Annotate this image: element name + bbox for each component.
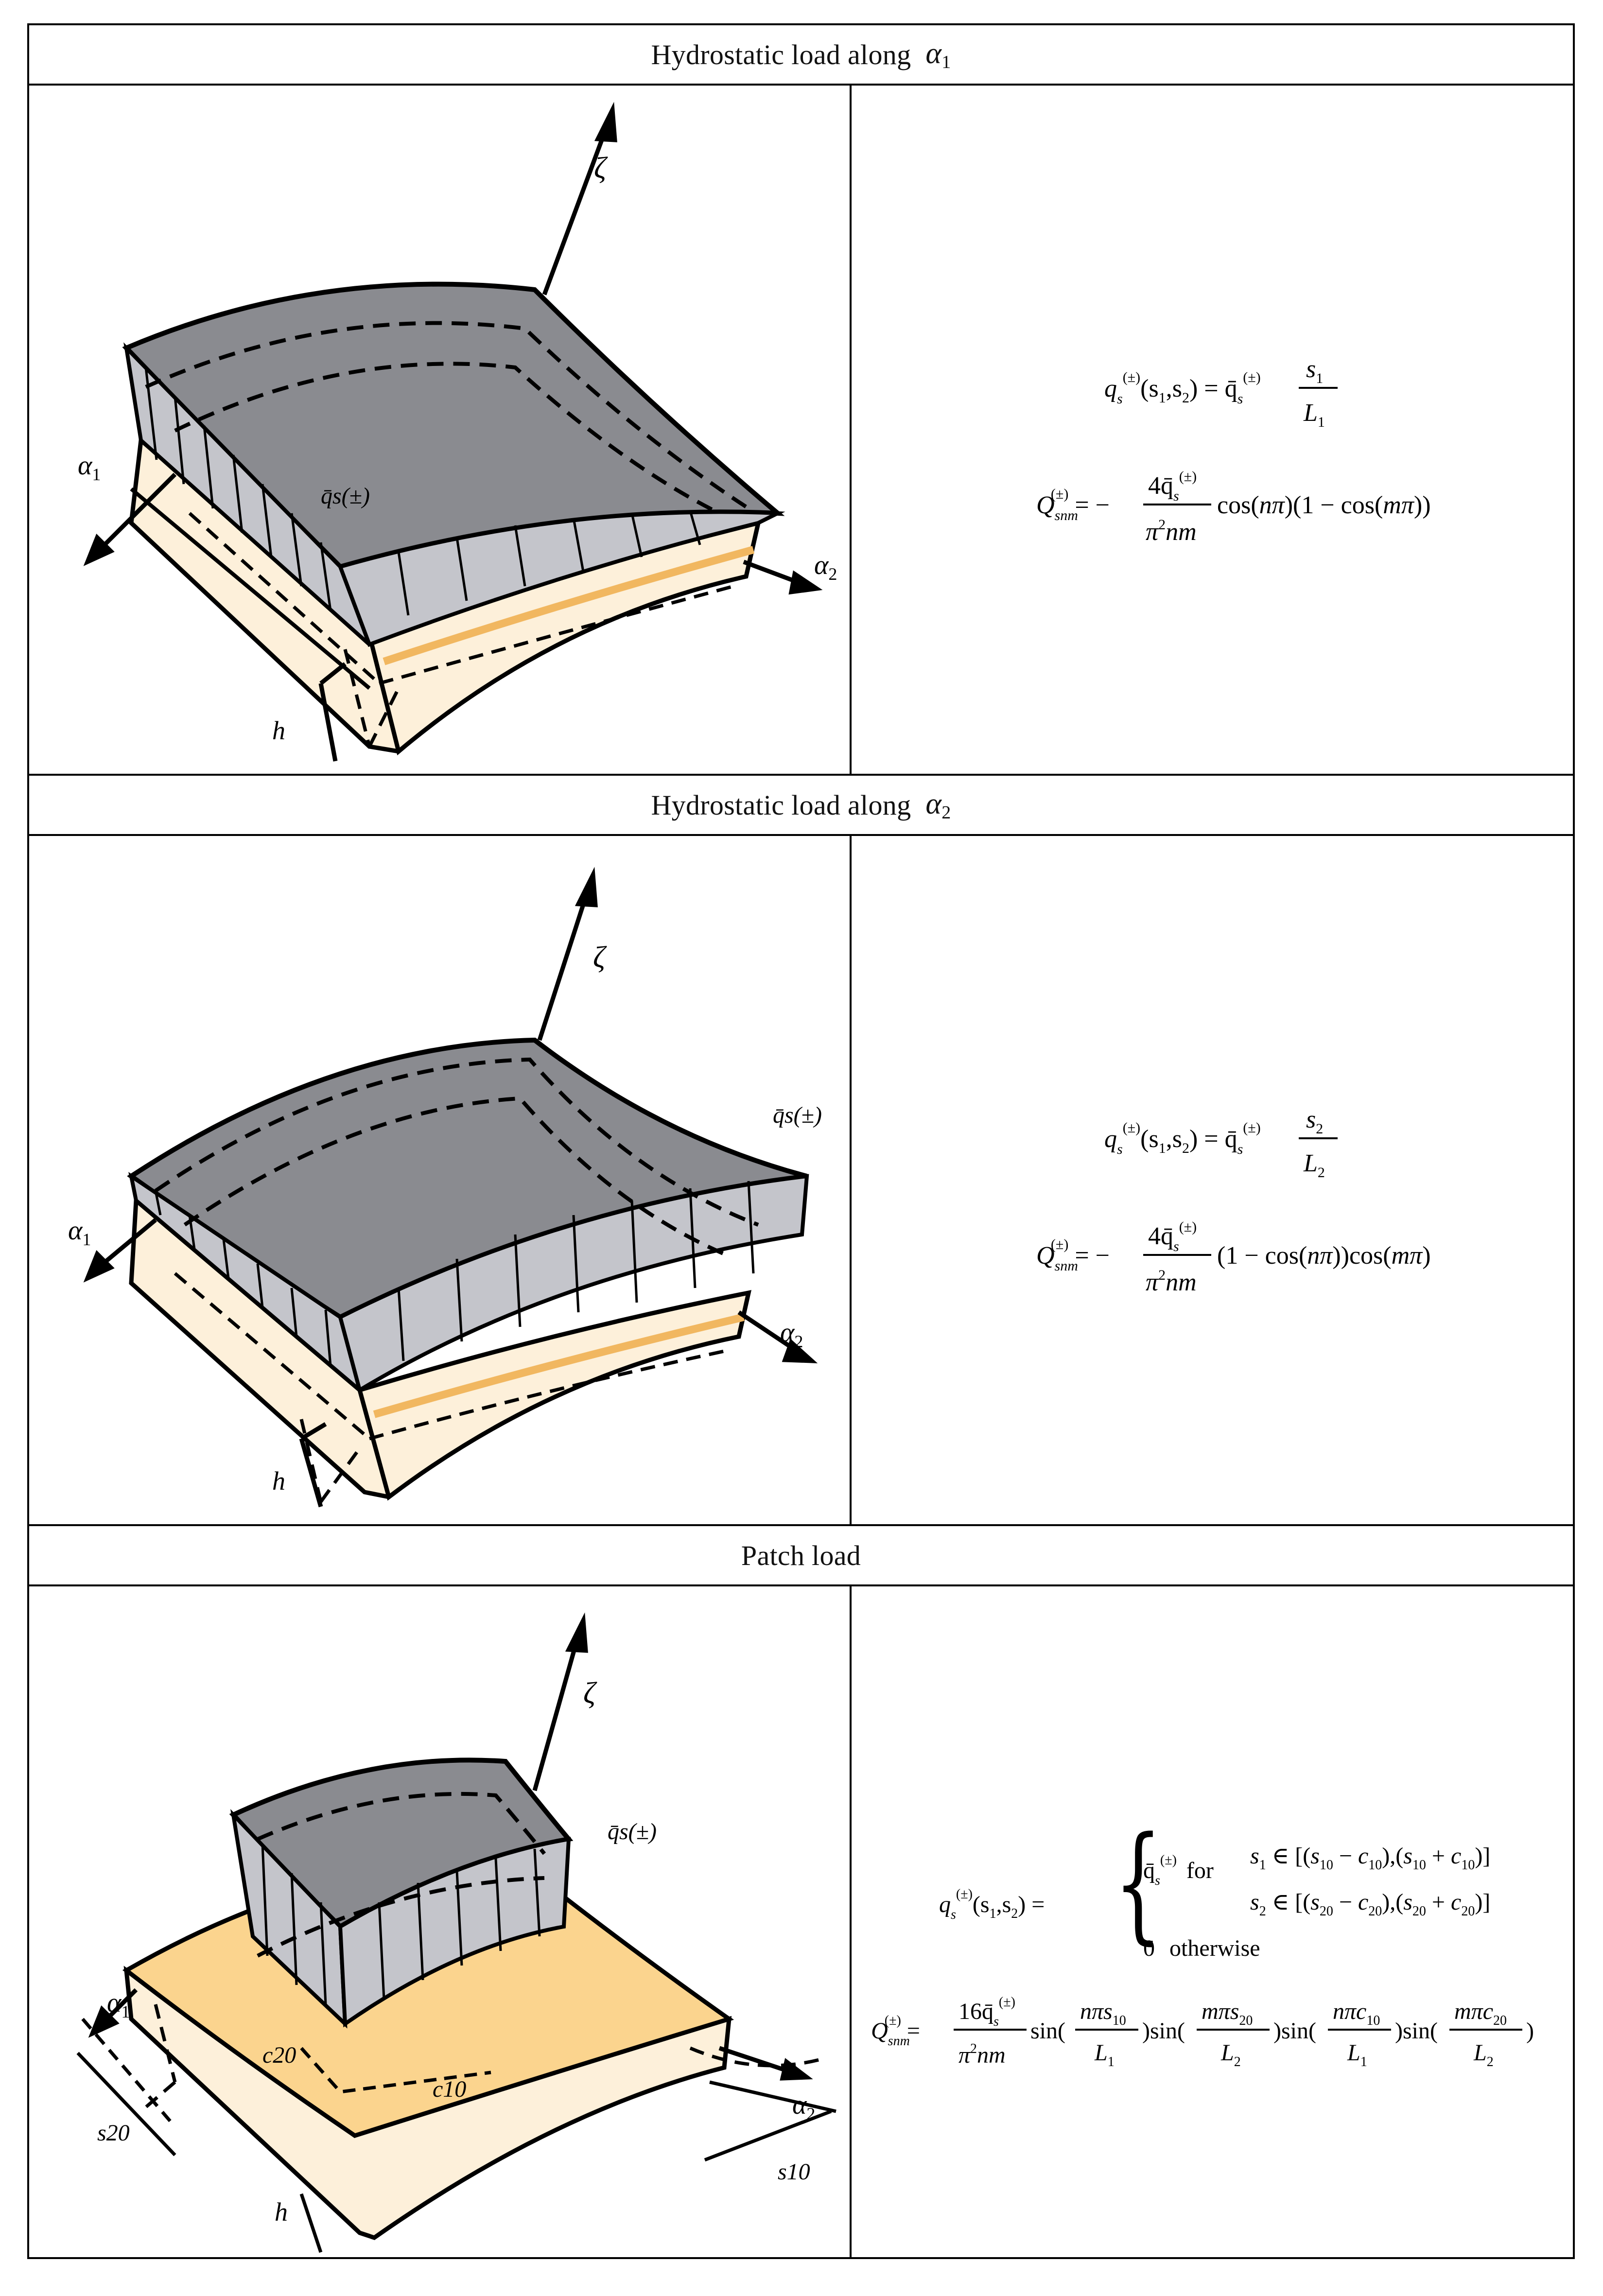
divider <box>29 774 1573 776</box>
svg-text:mπc20: mπc20 <box>1454 1999 1507 2028</box>
alpha1-label: α1 <box>78 451 101 484</box>
column-divider <box>850 836 852 1524</box>
row-2-formula-graphic: qs(±)(s1,s2) = q̄s(±) s2 L2 Qsnm(±) = − … <box>1036 1106 1431 1296</box>
alpha2-label: α2 <box>814 550 837 584</box>
column-divider <box>850 86 852 774</box>
row-3-equations: qs(±)(s1,s2) = { q̄s(±)for s1 ∈ [(s10 − … <box>852 1586 1575 2257</box>
svg-text:π2nm: π2nm <box>1146 517 1197 546</box>
divider <box>29 834 1573 836</box>
eq-fourier-coefficient: Qsnm(±) = − <box>1036 486 1110 523</box>
eq-load-distribution: qs(±)(s1,s2) = q̄s(±) <box>1104 369 1261 407</box>
row-1-header: Hydrostatic load along α1 <box>29 25 1573 84</box>
load-label: q̄s(±) <box>773 1102 822 1128</box>
svg-text:nπs10: nπs10 <box>1080 1999 1126 2028</box>
eq-patch-distribution: qs(±)(s1,s2) = <box>939 1887 1045 1922</box>
thickness-label: h <box>275 2197 288 2226</box>
load-label: q̄s(±) <box>608 1819 657 1844</box>
svg-text:nπc10: nπc10 <box>1333 1999 1380 2028</box>
svg-text:sin(: sin( <box>1030 2018 1065 2044</box>
svg-text:L1: L1 <box>1094 2040 1115 2070</box>
row-3-figure: ζ q̄s(±) α1 α2 c20 c10 s20 s10 h <box>29 1586 850 2257</box>
svg-text:)sin(: )sin( <box>1142 2018 1185 2044</box>
eq-load-distribution: qs(±)(s1,s2) = q̄s(±) <box>1104 1120 1261 1157</box>
thickness-label: h <box>272 1466 285 1496</box>
s10-label: s10 <box>778 2159 810 2185</box>
c20-label: c20 <box>262 2042 296 2068</box>
svg-text:s2 ∈ [(s20 − c20),(s20 + c20)]: s2 ∈ [(s20 − c20),(s20 + c20)] <box>1250 1889 1490 1919</box>
row-2-symbol: α2 <box>925 787 951 823</box>
row-2-equations: qs(±)(s1,s2) = q̄s(±) s2 L2 Qsnm(±) = − … <box>852 836 1575 1524</box>
svg-text:): ) <box>1526 2018 1534 2044</box>
zeta-label: ζ <box>583 1677 597 1710</box>
divider <box>29 84 1573 86</box>
svg-text:(1 − cos(nπ))cos(mπ): (1 − cos(nπ))cos(mπ) <box>1217 1242 1431 1270</box>
svg-text:L2: L2 <box>1473 2040 1494 2070</box>
alpha1-label: α1 <box>107 1988 130 2021</box>
svg-text:4q̄s(±): 4q̄s(±) <box>1148 469 1197 504</box>
svg-text:π2nm: π2nm <box>958 2041 1006 2068</box>
svg-text:L1: L1 <box>1347 2040 1367 2070</box>
load-cases-table: Hydrostatic load along α1 <box>27 23 1575 2259</box>
dimension-lines <box>76 2018 836 2253</box>
row-3-header: Patch load <box>29 1526 1573 1584</box>
load-arrows <box>154 1181 755 1366</box>
svg-text:π2nm: π2nm <box>1146 1267 1197 1296</box>
load-arrows <box>144 367 701 616</box>
svg-text:s1: s1 <box>1306 355 1323 386</box>
row-2-title: Hydrostatic load along <box>651 789 911 821</box>
load-label: q̄s(±) <box>321 483 370 509</box>
svg-text:cos(nπ)(1 − cos(mπ)): cos(nπ)(1 − cos(mπ)) <box>1217 491 1431 519</box>
svg-text:)sin(: )sin( <box>1273 2018 1316 2044</box>
row-1-title: Hydrostatic load along <box>651 38 911 70</box>
eq-fourier-coefficient: Qsnm(±) = − <box>1036 1236 1110 1274</box>
eq-patch-fourier-coefficient: Qsnm(±) = <box>871 2013 920 2049</box>
svg-text:L2: L2 <box>1220 2040 1241 2070</box>
svg-text:s1 ∈ [(s10 − c10),(s10 + c10)]: s1 ∈ [(s10 − c10),(s10 + c10)] <box>1250 1843 1490 1873</box>
alpha2-label: α2 <box>792 2090 815 2123</box>
svg-text:q̄s(±)for: q̄s(±)for <box>1143 1853 1214 1888</box>
svg-text:mπs20: mπs20 <box>1202 1999 1253 2028</box>
s20-label: s20 <box>97 2120 130 2146</box>
zeta-label: ζ <box>593 941 607 974</box>
svg-text:16q̄s(±): 16q̄s(±) <box>958 1995 1015 2029</box>
column-divider <box>850 1586 852 2257</box>
svg-text:)sin(: )sin( <box>1395 2018 1438 2044</box>
axes <box>83 867 818 1508</box>
row-1-symbol: α1 <box>925 36 951 72</box>
load-arrows <box>261 1844 541 2005</box>
divider <box>29 1584 1573 1586</box>
divider <box>29 1524 1573 1526</box>
shell-hydrostatic-a2-diagram: ζ α1 α2 h q̄s(±) <box>68 867 822 1508</box>
row-2-header: Hydrostatic load along α2 <box>29 776 1573 834</box>
shell-patch-load-diagram: ζ q̄s(±) α1 α2 c20 c10 s20 s10 h <box>76 1612 836 2253</box>
axes <box>83 102 823 762</box>
svg-text:L1: L1 <box>1303 399 1325 430</box>
row-1-formula-graphic: qs(±)(s1,s2) = q̄s(±) s1 L1 Qsnm(±) = − … <box>1036 355 1431 546</box>
shell-hydrostatic-a1-diagram: ζ α1 α2 h q̄s(±) <box>78 102 837 762</box>
row-2-figure: ζ α1 α2 h q̄s(±) <box>29 836 850 1524</box>
svg-text:L2: L2 <box>1303 1149 1325 1181</box>
c10-label: c10 <box>433 2076 466 2102</box>
axes <box>88 1612 813 2081</box>
svg-text:4q̄s(±): 4q̄s(±) <box>1148 1219 1197 1254</box>
row-3-title: Patch load <box>741 1539 861 1571</box>
thickness-label: h <box>272 716 285 745</box>
row-3-formula-graphic: qs(±)(s1,s2) = { q̄s(±)for s1 ∈ [(s10 − … <box>871 1809 1534 2070</box>
svg-text:{: { <box>1114 1809 1162 1957</box>
row-1-figure: ζ α1 α2 h q̄s(±) <box>29 86 850 774</box>
alpha2-label: α2 <box>780 1318 803 1351</box>
svg-text:s2: s2 <box>1306 1106 1323 1137</box>
alpha1-label: α1 <box>68 1216 91 1249</box>
row-1-equations: qs(±)(s1,s2) = q̄s(±) s1 L1 Qsnm(±) = − … <box>852 86 1575 774</box>
zeta-label: ζ <box>594 152 608 185</box>
